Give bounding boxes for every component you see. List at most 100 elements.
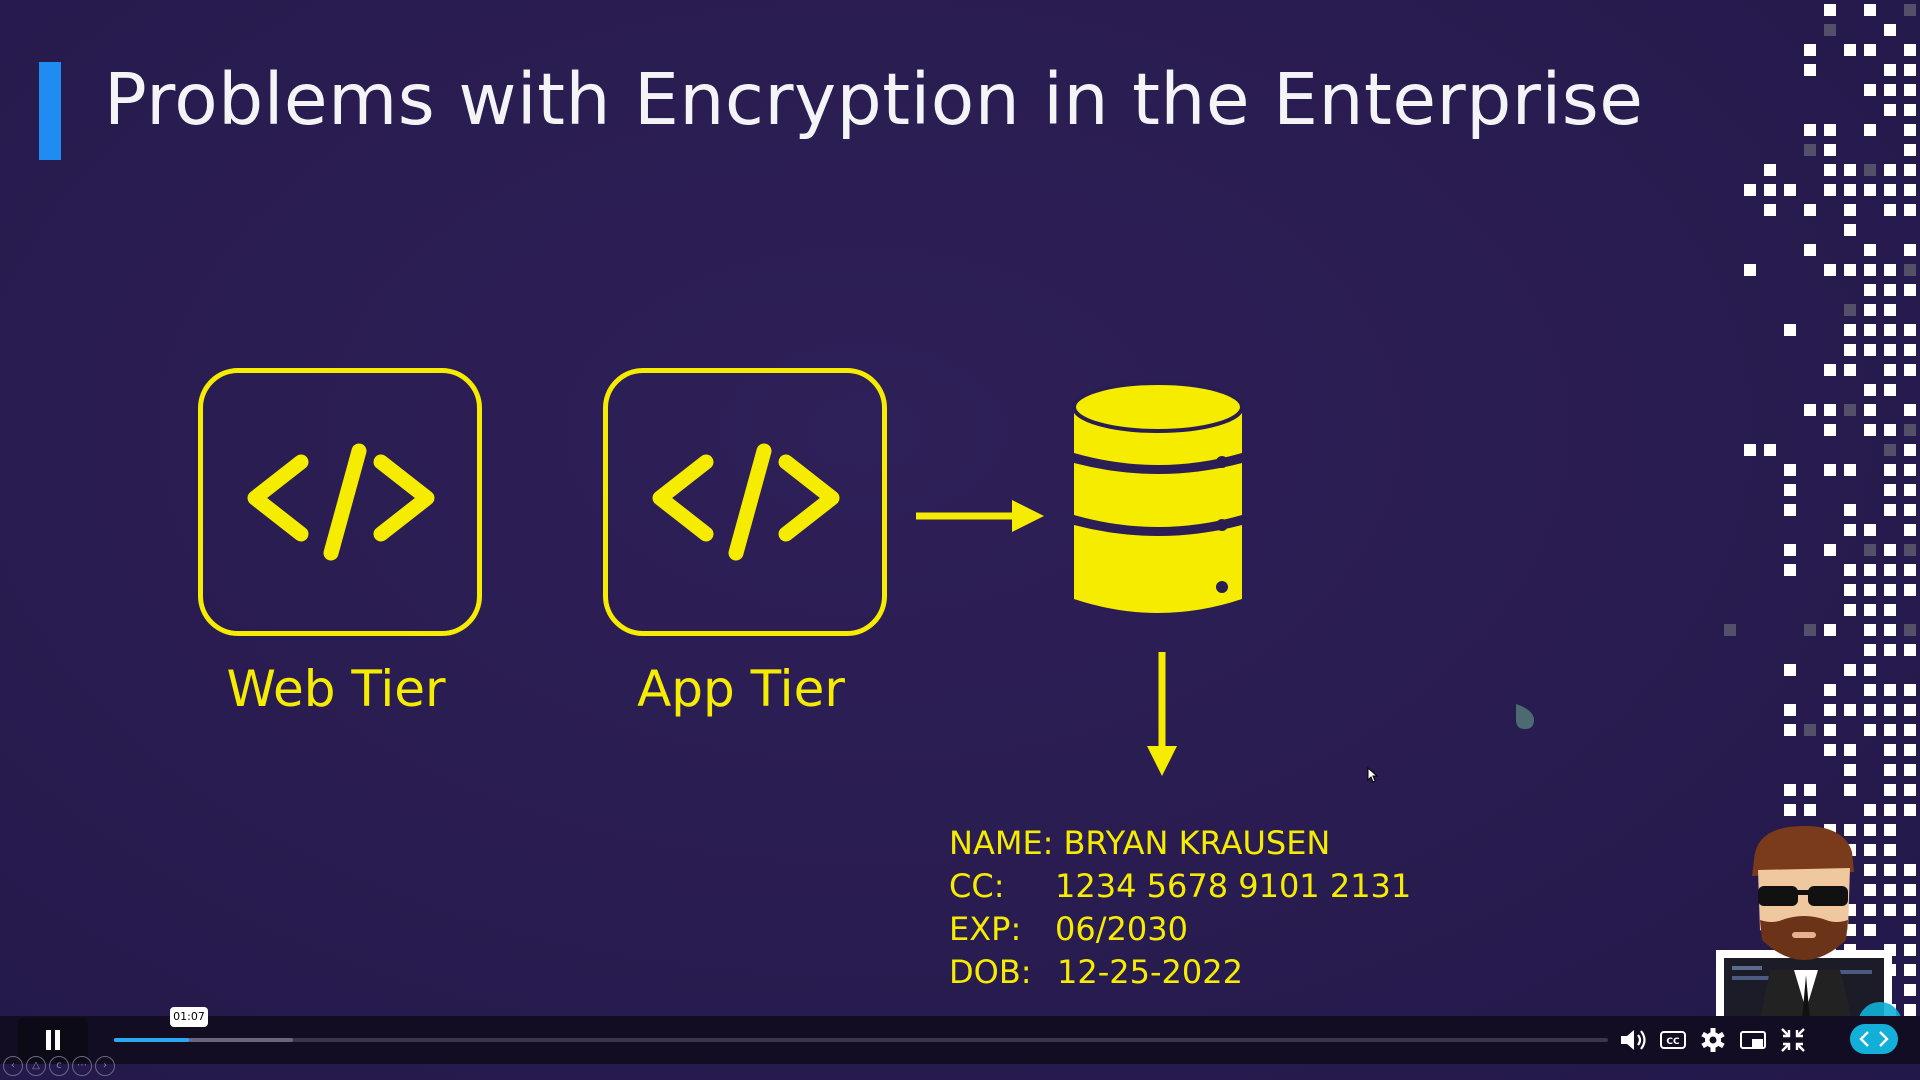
pixel-dot [1904, 884, 1916, 896]
pixel-dot [1884, 284, 1896, 296]
pixel-dot [1824, 364, 1836, 376]
pixel-dot [1804, 804, 1816, 816]
pixel-dot [1864, 864, 1876, 876]
instructor-avatar [1716, 826, 1902, 1020]
pixel-dot [1904, 784, 1916, 796]
pixel-dot [1844, 584, 1856, 596]
exit-fullscreen-icon[interactable] [1778, 1026, 1808, 1054]
pixel-dot [1824, 184, 1836, 196]
pixel-dot [1804, 204, 1816, 216]
pixel-dot [1824, 24, 1836, 36]
annotation-toolbar: ‹△c⋯› [0, 1056, 115, 1080]
pixel-dot [1884, 864, 1896, 876]
pixel-dot [1904, 904, 1916, 916]
pixel-dot [1904, 1004, 1916, 1016]
pixel-dot [1844, 524, 1856, 536]
shape-icon[interactable]: △ [26, 1056, 46, 1076]
pixel-dot [1884, 84, 1896, 96]
pixel-dot [1844, 44, 1856, 56]
pixel-dot [1884, 744, 1896, 756]
pixel-dot [1884, 464, 1896, 476]
pixel-dot [1884, 644, 1896, 656]
pixel-dot [1904, 644, 1916, 656]
pixel-dot [1864, 684, 1876, 696]
progress-played [114, 1038, 189, 1042]
pixel-dot [1864, 4, 1876, 16]
caption-icon[interactable]: c [49, 1056, 69, 1076]
pixel-dot [1884, 324, 1896, 336]
record-row-dob: DOB:12-25-2022 [949, 953, 1243, 991]
pixel-dot [1884, 304, 1896, 316]
settings-gear-icon[interactable] [1698, 1026, 1728, 1054]
pixel-dot [1904, 204, 1916, 216]
code-icon [652, 443, 840, 561]
pixel-dot [1844, 224, 1856, 236]
pixel-dot [1844, 504, 1856, 516]
forward-icon[interactable]: › [95, 1056, 115, 1076]
volume-icon[interactable] [1618, 1026, 1648, 1054]
pixel-dot [1864, 184, 1876, 196]
pixel-dot [1904, 624, 1916, 636]
pixel-dot [1884, 624, 1896, 636]
code-toggle-icon[interactable] [1848, 1022, 1900, 1056]
pixel-dot [1904, 104, 1916, 116]
title-accent-bar [39, 62, 61, 160]
closed-captions-icon[interactable]: CC [1658, 1026, 1688, 1054]
pixel-dot [1824, 544, 1836, 556]
pixel-dot [1884, 344, 1896, 356]
pixel-dot [1804, 404, 1816, 416]
pixel-dot [1904, 4, 1916, 16]
web-tier-box [198, 368, 482, 636]
pixel-dot [1864, 304, 1876, 316]
pixel-dot [1884, 64, 1896, 76]
pixel-dot [1904, 184, 1916, 196]
pixel-dot [1904, 524, 1916, 536]
pixel-dot [1844, 764, 1856, 776]
pixel-dot [1844, 824, 1856, 836]
pixel-dot [1904, 144, 1916, 156]
pixel-dot [1804, 244, 1816, 256]
pixel-dot [1784, 484, 1796, 496]
pixel-dot [1844, 344, 1856, 356]
pixel-dot [1784, 544, 1796, 556]
pixel-dot [1864, 824, 1876, 836]
more-icon[interactable]: ⋯ [72, 1056, 92, 1076]
pixel-dot [1884, 384, 1896, 396]
pixel-dot [1764, 164, 1776, 176]
pixel-dot [1864, 404, 1876, 416]
pixel-dot [1864, 844, 1876, 856]
pixel-dot [1904, 984, 1916, 996]
picture-in-picture-icon[interactable] [1738, 1026, 1768, 1054]
pixel-dot [1804, 44, 1816, 56]
pixel-dot [1864, 644, 1876, 656]
pixel-dot [1864, 324, 1876, 336]
pixel-dot [1824, 464, 1836, 476]
pixel-dot [1864, 884, 1876, 896]
pixel-dot [1884, 264, 1896, 276]
pixel-dot [1864, 724, 1876, 736]
pixel-dot [1824, 424, 1836, 436]
pixel-dot [1904, 924, 1916, 936]
back-icon[interactable]: ‹ [3, 1056, 23, 1076]
pixel-dot [1864, 164, 1876, 176]
pixel-dot [1784, 804, 1796, 816]
pixel-dot [1864, 84, 1876, 96]
pixel-dot [1864, 44, 1876, 56]
progress-bar[interactable] [114, 1038, 1608, 1042]
pixel-dot [1904, 484, 1916, 496]
pixel-dot [1904, 724, 1916, 736]
pixel-dot [1804, 124, 1816, 136]
pixel-dot [1904, 704, 1916, 716]
pixel-dot [1804, 624, 1816, 636]
slide-title: Problems with Encryption in the Enterpri… [104, 58, 1644, 141]
down-arrow-icon [1147, 652, 1177, 776]
pause-button[interactable] [18, 1018, 88, 1062]
pixel-dot [1864, 524, 1876, 536]
pixel-dot [1904, 404, 1916, 416]
pixel-dot [1844, 564, 1856, 576]
record-row-name: NAME:BRYAN KRAUSEN [949, 824, 1331, 862]
pixel-dot [1884, 184, 1896, 196]
pixel-dot [1844, 204, 1856, 216]
pixel-dot [1824, 164, 1836, 176]
